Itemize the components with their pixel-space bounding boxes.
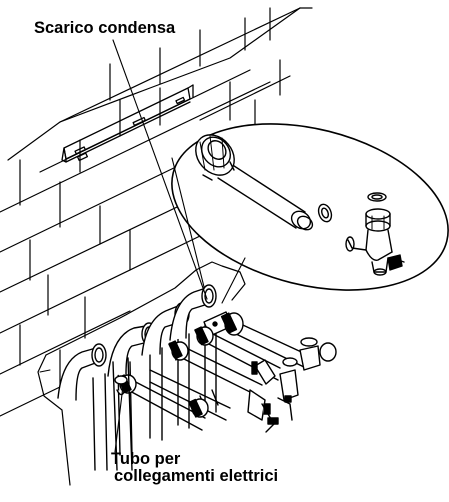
casing-lower-edge	[37, 354, 71, 486]
valve-detail	[345, 192, 405, 276]
electrical-tube-label-line2: collegamenti elettrici	[114, 467, 279, 486]
detail-leader-left	[171, 157, 209, 304]
condensate-hose-detail	[195, 134, 333, 231]
electrical-tube-label: Tubo per collegamenti elettrici	[111, 450, 279, 486]
leader-condensate	[112, 39, 208, 300]
pipe-group	[57, 284, 337, 471]
leader-tube	[114, 385, 124, 453]
condensate-drain-label: Scarico condensa	[34, 19, 176, 37]
electrical-tube-label-line1: Tubo per	[111, 450, 181, 468]
wall-bracket	[61, 84, 194, 163]
detail-leader-right	[221, 257, 246, 304]
pipe-nuts	[117, 312, 292, 425]
casing-outline	[45, 261, 246, 356]
detail-ellipse	[171, 123, 449, 291]
